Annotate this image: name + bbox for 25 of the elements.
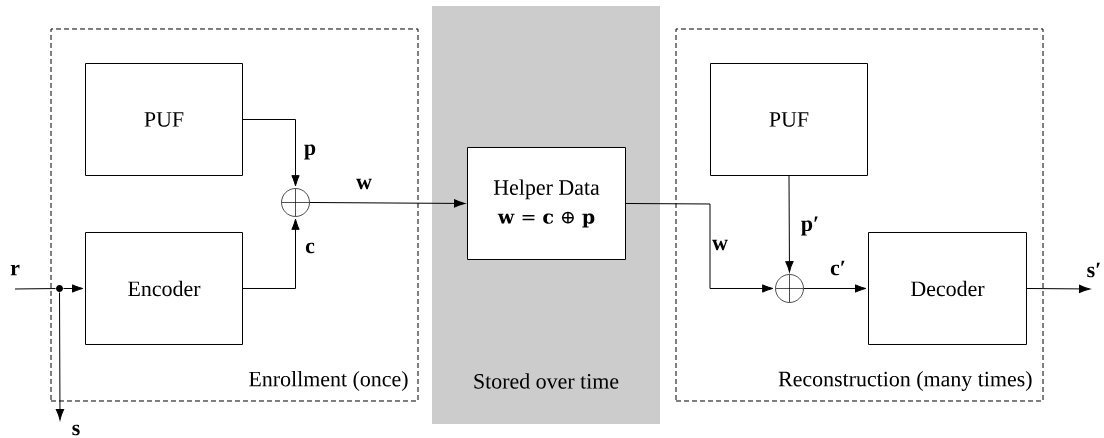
xor-symbol (775, 274, 804, 303)
edge-label: c (305, 242, 315, 254)
process-box: Helper Data w = c ⊕ p (467, 147, 626, 260)
arrow (785, 175, 794, 273)
edge-label: c′ (830, 260, 845, 276)
edge-label: w (356, 178, 372, 190)
arrow (63, 284, 84, 293)
edge-label: r (10, 264, 20, 276)
arrow (55, 292, 65, 421)
arrow (625, 203, 774, 293)
arrow (242, 119, 300, 187)
xor-symbol (281, 188, 310, 217)
edge-label: s (72, 424, 80, 436)
process-box: Decoder (868, 232, 1027, 345)
edge-label: p′ (801, 216, 818, 236)
arrow (803, 284, 867, 293)
arrow (309, 199, 466, 208)
arrow (242, 218, 300, 289)
arrow (1026, 284, 1091, 294)
process-box: PUF (85, 63, 243, 176)
process-box: PUF (710, 63, 868, 176)
edge-label: s′ (1087, 262, 1100, 278)
edge-label: p (304, 144, 316, 160)
process-box: Encoder (85, 232, 243, 345)
edge-label: w (712, 239, 728, 251)
